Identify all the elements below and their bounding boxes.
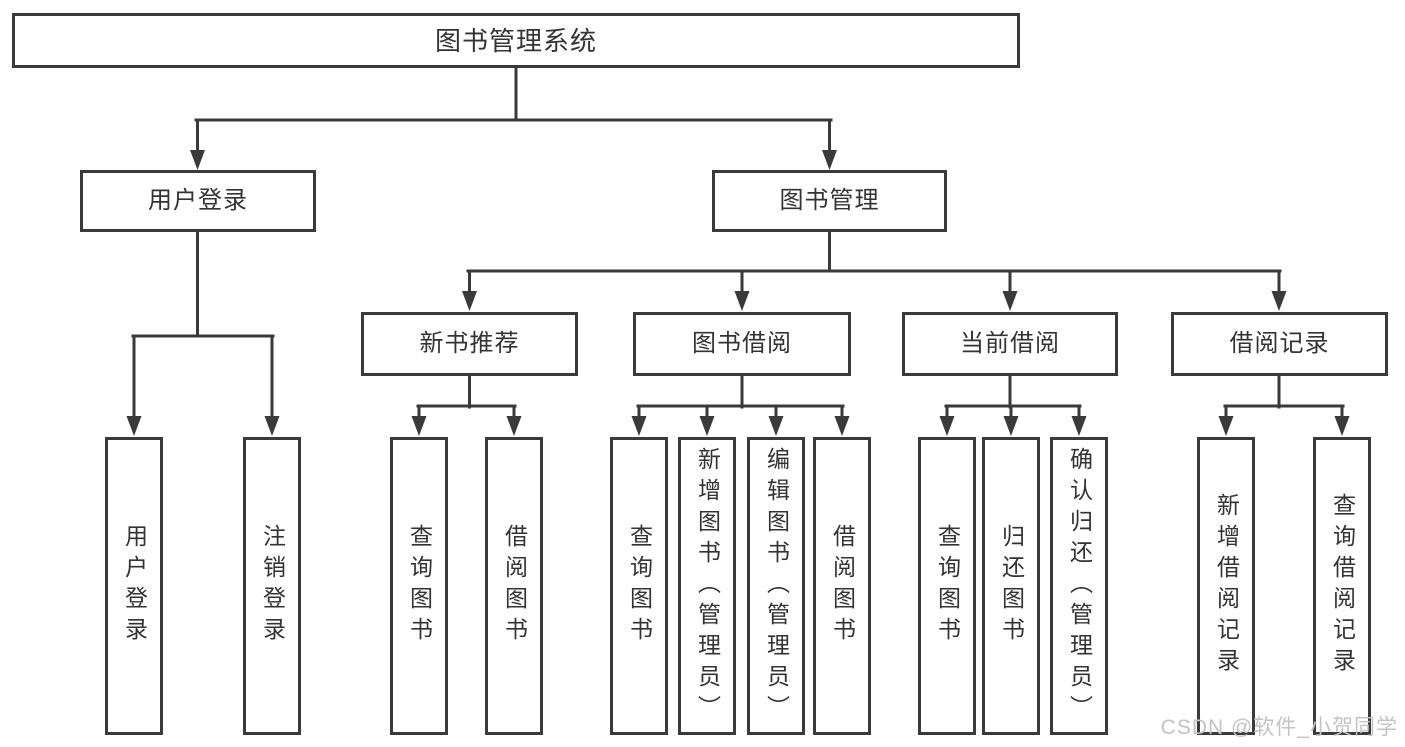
leaf-add-borrow-record: 新增借阅记录: [1197, 437, 1255, 735]
leaf-borrow-books-recommend: 借阅图书: [485, 437, 543, 735]
node-user-login: 用户登录: [80, 170, 316, 232]
leaf-logout: 注销登录: [243, 437, 301, 735]
csdn-watermark: CSDN @软件_小贺同学: [1160, 716, 1398, 739]
leaf-confirm-return-admin: 确认归还（管理员）: [1050, 437, 1108, 735]
leaf-borrow-books-borrowing: 借阅图书: [813, 437, 871, 735]
leaf-query-borrow-record: 查询借阅记录: [1313, 437, 1371, 735]
leaf-return-books: 归还图书: [982, 437, 1040, 735]
leaf-query-books-current: 查询图书: [918, 437, 976, 735]
leaf-edit-book-admin: 编辑图书（管理员）: [747, 437, 805, 735]
node-book-management: 图书管理: [712, 170, 947, 232]
node-current-borrowing: 当前借阅: [902, 312, 1118, 376]
leaf-add-book-admin: 新增图书（管理员）: [678, 437, 736, 735]
node-root: 图书管理系统: [12, 13, 1020, 68]
node-borrowing-records: 借阅记录: [1171, 312, 1388, 376]
leaf-query-books-borrowing: 查询图书: [610, 437, 668, 735]
node-book-borrowing: 图书借阅: [633, 312, 851, 376]
node-new-book-recommend: 新书推荐: [361, 312, 578, 376]
leaf-query-books-recommend: 查询图书: [390, 437, 448, 735]
arrowheads: [126, 150, 1350, 436]
leaf-user-login: 用户登录: [105, 437, 163, 735]
